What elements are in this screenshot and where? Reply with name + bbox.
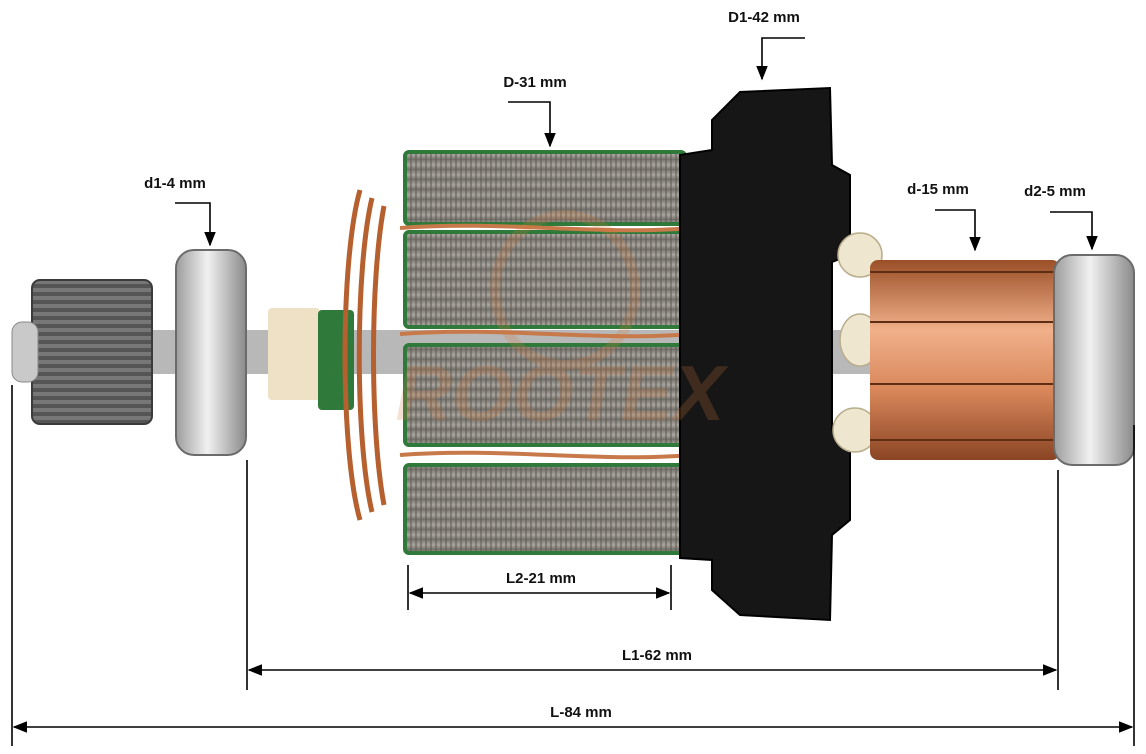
dim-D: D-31 mm — [503, 74, 567, 148]
pinion-gear — [31, 279, 153, 425]
shaft-tip — [11, 321, 39, 383]
commutator — [870, 260, 1060, 460]
watermark-text: ROOTEX — [395, 349, 728, 437]
insulating-sleeve — [268, 308, 320, 400]
dim-d1: d1-4 mm — [144, 175, 216, 247]
label-d2: d2-5 mm — [1024, 183, 1086, 200]
front-bearing — [175, 249, 247, 456]
commutator-segments — [870, 271, 1060, 441]
commutator-end-cap — [679, 86, 851, 622]
label-d: d-15 mm — [907, 181, 969, 198]
label-d1: d1-4 mm — [144, 175, 206, 192]
dim-L: L-84 mm — [11, 385, 1135, 746]
rear-bearing — [1053, 254, 1135, 466]
winding-rear — [342, 189, 387, 521]
dim-L1: L1-62 mm — [246, 460, 1059, 690]
insulation-tape — [318, 310, 354, 410]
armature-illustration: ROOTEX — [11, 86, 1135, 622]
dim-L2: L2-21 mm — [407, 565, 672, 610]
label-D1: D1-42 mm — [728, 9, 800, 26]
dim-d: d-15 mm — [907, 181, 981, 252]
label-L: L-84 mm — [550, 704, 612, 721]
label-L2: L2-21 mm — [506, 570, 576, 587]
label-L1: L1-62 mm — [622, 647, 692, 664]
dim-D1: D1-42 mm — [728, 9, 805, 81]
lamination-stack — [403, 150, 687, 555]
label-D: D-31 mm — [503, 74, 566, 91]
winding-slots — [399, 223, 691, 460]
watermark-logo: ROOTEX — [395, 210, 729, 437]
dim-d2: d2-5 mm — [1024, 183, 1098, 251]
